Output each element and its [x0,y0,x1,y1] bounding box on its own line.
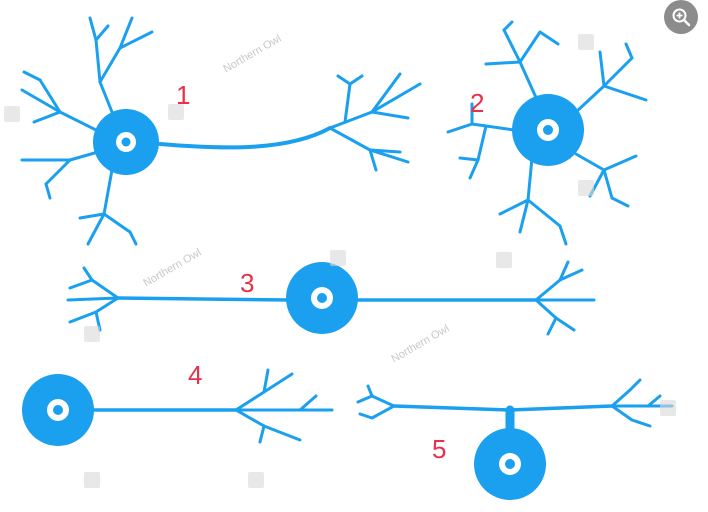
zoom-in-icon [672,8,691,27]
neuron-5-nucleolus [505,459,515,469]
neuron-2-dendrites [446,20,648,246]
neuron-4-unipolar [22,368,334,446]
neuron-3-nucleolus [317,293,327,303]
neuron-2-multipolar [446,20,648,246]
watermark-logo [660,400,676,416]
neuron-5-process-right [508,404,614,412]
zoom-in-button[interactable] [664,0,698,34]
watermark-logo [4,106,20,122]
label-neuron-1: 1 [176,80,190,110]
watermark-logo [578,180,594,196]
watermark-logo [84,472,100,488]
label-neuron-5: 5 [432,434,446,464]
watermark-logo [168,104,184,120]
neuron-1-multipolar [20,16,422,246]
neuron-5-left-branches [356,384,396,420]
label-neuron-2: 2 [470,88,484,118]
neuron-3-dendrite-left [116,296,292,302]
neuron-1-axon-terminals [328,72,422,172]
watermark-logo [330,250,346,266]
neuron-3-right-branches [534,260,596,336]
neuron-3-bipolar [66,260,596,336]
neuron-3-left-branches [66,266,120,332]
watermark-logo [496,252,512,268]
neuron-4-terminals [234,368,334,444]
neuron-4-nucleolus [53,405,63,415]
neuron-1-axon [158,126,332,150]
watermark-logo [578,34,594,50]
neuron-2-nucleolus [543,125,553,135]
label-neuron-3: 3 [240,268,254,298]
watermark-logo [248,472,264,488]
label-neuron-4: 4 [188,360,202,390]
neuron-5-pseudounipolar [356,378,674,500]
watermark-logo [84,326,100,342]
neuron-1-dendrites [20,16,154,246]
neuron-1-nucleolus [121,137,131,147]
neuron-5-process-left [392,404,512,412]
